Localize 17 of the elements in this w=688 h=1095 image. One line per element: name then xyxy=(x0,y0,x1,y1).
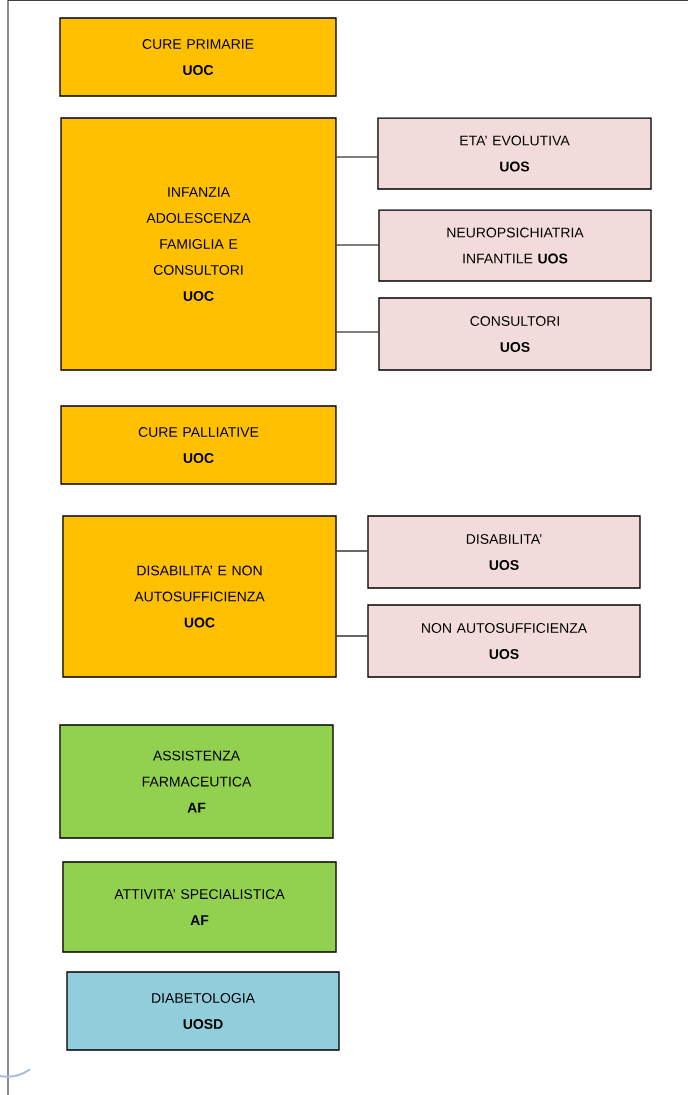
unit-box: ASSISTENZA FARMACEUTICA AF xyxy=(59,724,334,839)
unit-box: CURE PRIMARIE UOC xyxy=(59,17,337,97)
connector-line xyxy=(336,635,368,637)
connector-line xyxy=(336,156,378,158)
subunit-box: CONSULTORI UOS xyxy=(378,297,652,371)
subunit-box: NEUROPSICHIATRIA INFANTILE UOS xyxy=(378,209,652,282)
unit-box: INFANZIA ADOLESCENZA FAMIGLIA E CONSULTORI UOC xyxy=(60,117,337,371)
connector-line xyxy=(336,331,379,333)
connector-line xyxy=(336,550,368,552)
unit-box: DIABETOLOGIA UOSD xyxy=(66,971,340,1051)
unit-box: DISABILITA’ E NON AUTOSUFFICIENZA UOC xyxy=(62,515,337,678)
subunit-box: DISABILITA’ UOS xyxy=(367,515,641,589)
connector-line xyxy=(336,244,379,246)
subunit-box: ETA’ EVOLUTIVA UOS xyxy=(377,117,652,190)
unit-box: CURE PALLIATIVE UOC xyxy=(60,405,337,485)
subunit-box: NON AUTOSUFFICIENZA UOS xyxy=(367,604,641,678)
unit-box: ATTIVITA’ SPECIALISTICA AF xyxy=(62,861,337,953)
